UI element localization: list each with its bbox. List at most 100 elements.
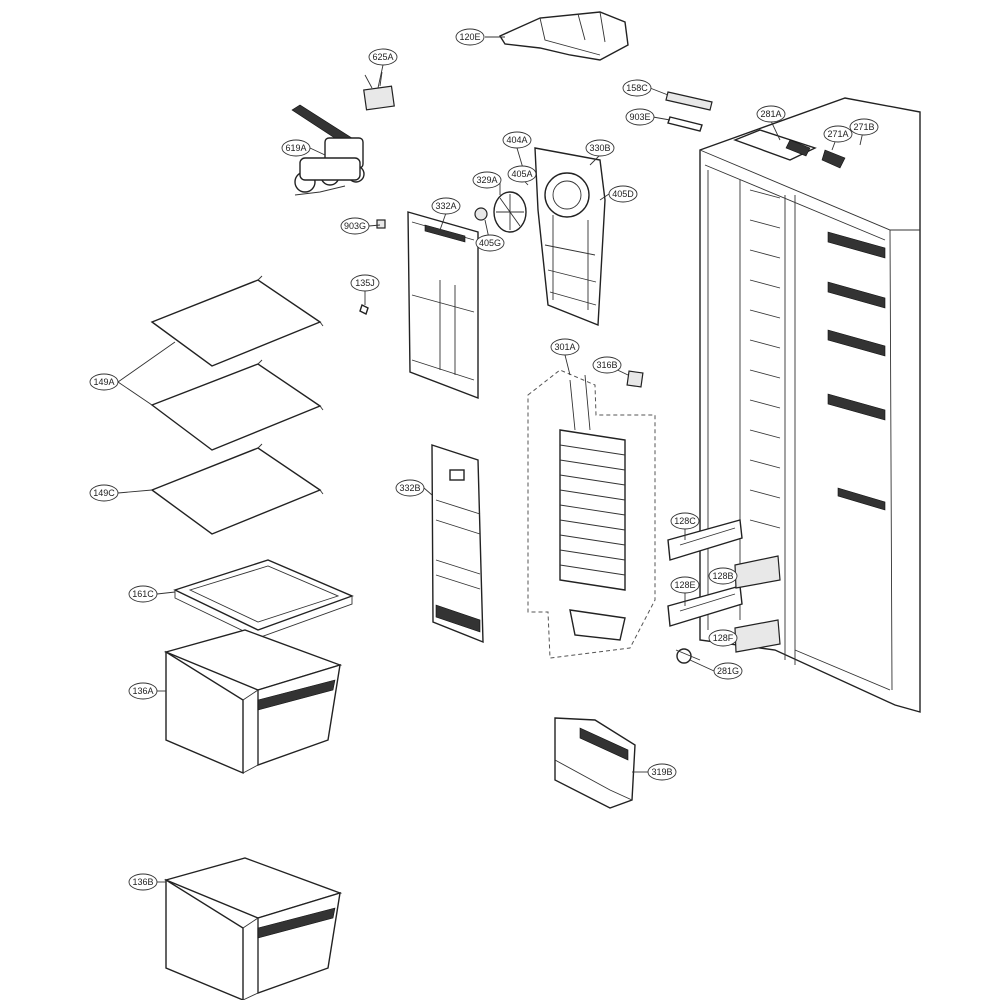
callout-text: 903E [629, 112, 650, 122]
callout-281G: 281G [713, 662, 743, 680]
callout-labels: 120E 625A 158C 903E 281A 271A 271B 619A 404A 330B… [89, 28, 879, 891]
callout-332A: 332A [431, 197, 461, 215]
callout-bubble [128, 682, 158, 700]
callout-text: 271B [853, 122, 874, 132]
callout-bubble [89, 484, 119, 502]
callout-161C: 161C [128, 585, 158, 603]
part-158C-bar [665, 91, 713, 111]
callout-135J: 135J [350, 274, 380, 292]
part-136A-crisper-drawer [163, 629, 343, 775]
callout-bubble [395, 479, 425, 497]
callout-text: 625A [372, 52, 393, 62]
callout-bubble [128, 585, 158, 603]
part-149A-shelf-upper [150, 275, 324, 367]
callout-619A: 619A [281, 139, 311, 157]
part-duct-top [498, 11, 629, 61]
callout-text: 149A [93, 377, 114, 387]
callout-281A: 281A [756, 105, 786, 123]
callout-bubble [89, 373, 119, 391]
callout-bubble [475, 234, 505, 252]
part-281G-hinge [675, 648, 701, 664]
callout-bubble [281, 139, 311, 157]
callout-text: 136B [132, 877, 153, 887]
callout-405G: 405G [475, 234, 505, 252]
part-903G-clip [376, 219, 386, 229]
part-619A-valve [291, 104, 365, 196]
callout-332B: 332B [395, 479, 425, 497]
callout-text: 128E [674, 580, 695, 590]
callout-bubble [625, 108, 655, 126]
callout-404A: 404A [502, 131, 532, 149]
callout-bubble [431, 197, 461, 215]
part-319B-housing [554, 717, 636, 809]
callout-text: 332B [399, 483, 420, 493]
callout-319B: 319B [647, 763, 677, 781]
callout-text: 161C [132, 589, 154, 599]
part-903E-strip [667, 116, 703, 132]
callout-text: 330B [589, 143, 610, 153]
callout-136B: 136B [128, 873, 158, 891]
callout-text: 149C [93, 488, 115, 498]
callout-text: 405D [612, 189, 634, 199]
callout-bubble [670, 512, 700, 530]
callout-text: 319B [651, 767, 672, 777]
callout-text: 135J [355, 278, 375, 288]
callout-bubble [507, 165, 537, 183]
part-135J-small [359, 304, 369, 315]
callout-bubble [592, 356, 622, 374]
part-316B-block [626, 370, 644, 388]
part-405G-washer [474, 207, 488, 221]
callout-120E: 120E [455, 28, 485, 46]
callout-bubble [670, 576, 700, 594]
callout-text: 405G [479, 238, 501, 248]
callout-bubble [647, 763, 677, 781]
callout-329A: 329A [472, 171, 502, 189]
part-149C-shelf [150, 443, 324, 535]
part-332A-panel [407, 211, 479, 400]
callout-903E: 903E [625, 108, 655, 126]
callout-bubble [550, 338, 580, 356]
callout-text: 329A [476, 175, 497, 185]
callout-bubble [713, 662, 743, 680]
callout-bubble [502, 131, 532, 149]
part-149A-shelf-lower [150, 359, 324, 451]
callout-text: 332A [435, 201, 456, 211]
callout-bubble [708, 629, 738, 647]
callout-text: 281A [760, 109, 781, 119]
callout-405D: 405D [608, 185, 638, 203]
callout-bubble [368, 48, 398, 66]
callout-text: 301A [554, 342, 575, 352]
callout-128B: 128B [708, 567, 738, 585]
callout-136A: 136A [128, 682, 158, 700]
callout-271A: 271A [823, 125, 853, 143]
part-301A-evaporator [527, 369, 656, 659]
callout-text: 619A [285, 143, 306, 153]
callout-text: 120E [459, 32, 480, 42]
callout-text: 404A [506, 135, 527, 145]
callout-bubble [622, 79, 652, 97]
callout-text: 903G [344, 221, 366, 231]
callout-text: 128F [713, 633, 734, 643]
part-128E-rail [667, 585, 743, 627]
part-cabinet-liner [699, 97, 921, 713]
callout-271B: 271B [849, 118, 879, 136]
callout-bubble [128, 873, 158, 891]
callout-bubble [350, 274, 380, 292]
callout-text: 316B [596, 360, 617, 370]
callout-text: 271A [827, 129, 848, 139]
callout-text: 128C [674, 516, 696, 526]
callout-text: 158C [626, 83, 648, 93]
callout-330B: 330B [585, 139, 615, 157]
callout-128C: 128C [670, 512, 700, 530]
callout-149A: 149A [89, 373, 119, 391]
callout-bubble [340, 217, 370, 235]
callout-text: 136A [132, 686, 153, 696]
callout-bubble [585, 139, 615, 157]
callout-bubble [823, 125, 853, 143]
part-332B-panel [431, 444, 484, 644]
callout-bubble [756, 105, 786, 123]
callout-bubble [849, 118, 879, 136]
part-128C-rail [667, 519, 743, 561]
callout-bubble [608, 185, 638, 203]
